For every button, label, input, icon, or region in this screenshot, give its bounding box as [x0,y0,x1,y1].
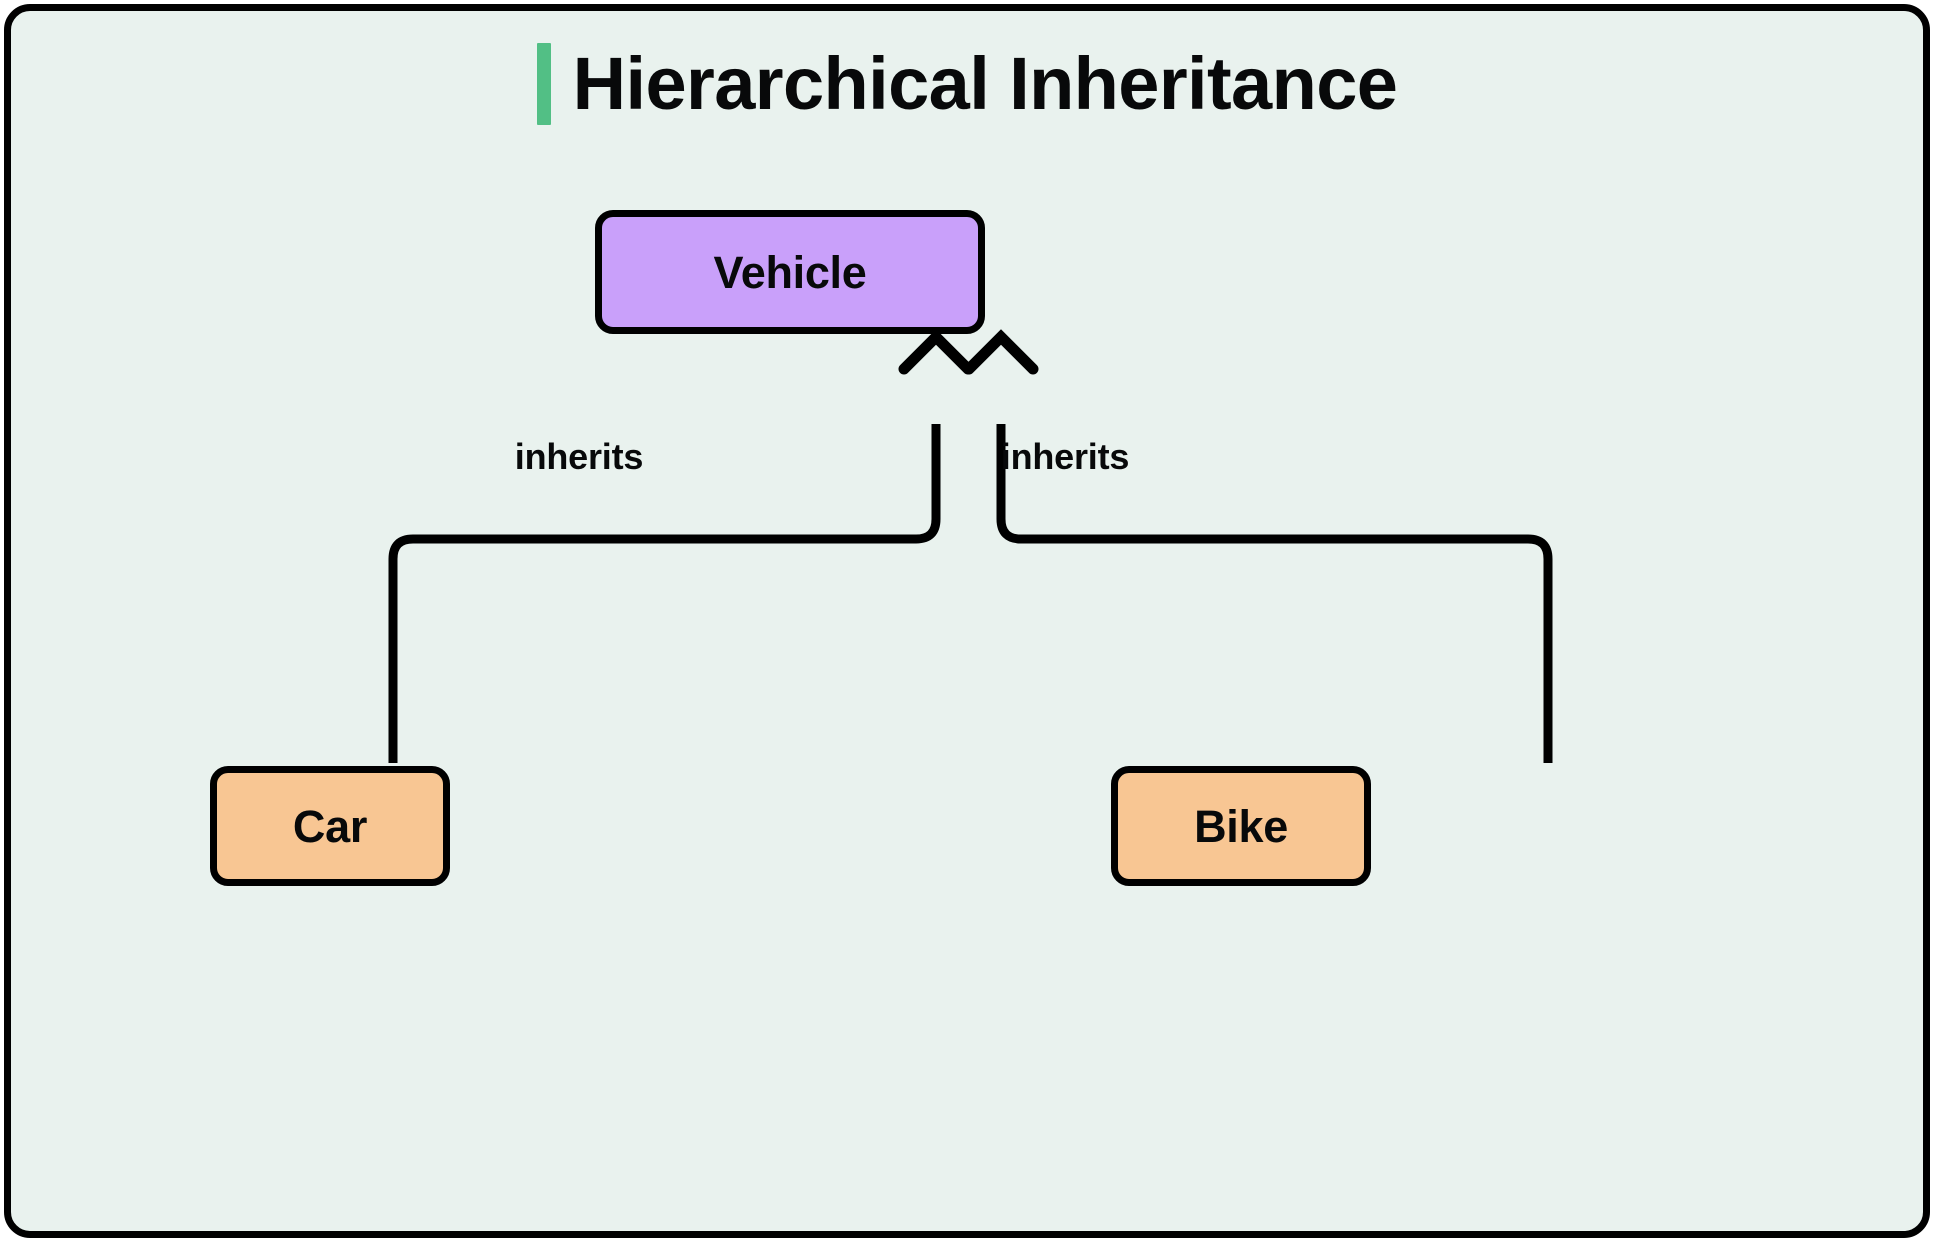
edge-label-car-inherits: inherits [514,436,644,477]
node-bike-label: Bike [1194,800,1288,852]
arrowhead-car-inherits-vehicle [898,329,974,375]
node-vehicle-label: Vehicle [713,246,867,298]
arrowhead-bike-inherits-vehicle [963,329,1039,375]
node-vehicle[interactable]: Vehicle [595,210,985,334]
node-car[interactable]: Car [210,766,450,886]
connector-layer [388,329,1553,763]
diagram-canvas: Hierarchical Inheritance Vehicle Car Bik… [4,4,1930,1238]
node-car-label: Car [292,800,368,852]
node-bike[interactable]: Bike [1111,766,1371,886]
edge-car-inherits-vehicle [388,424,941,763]
edge-label-bike-inherits: inherits [1000,436,1130,477]
edge-bike-inherits-vehicle [996,424,1553,763]
